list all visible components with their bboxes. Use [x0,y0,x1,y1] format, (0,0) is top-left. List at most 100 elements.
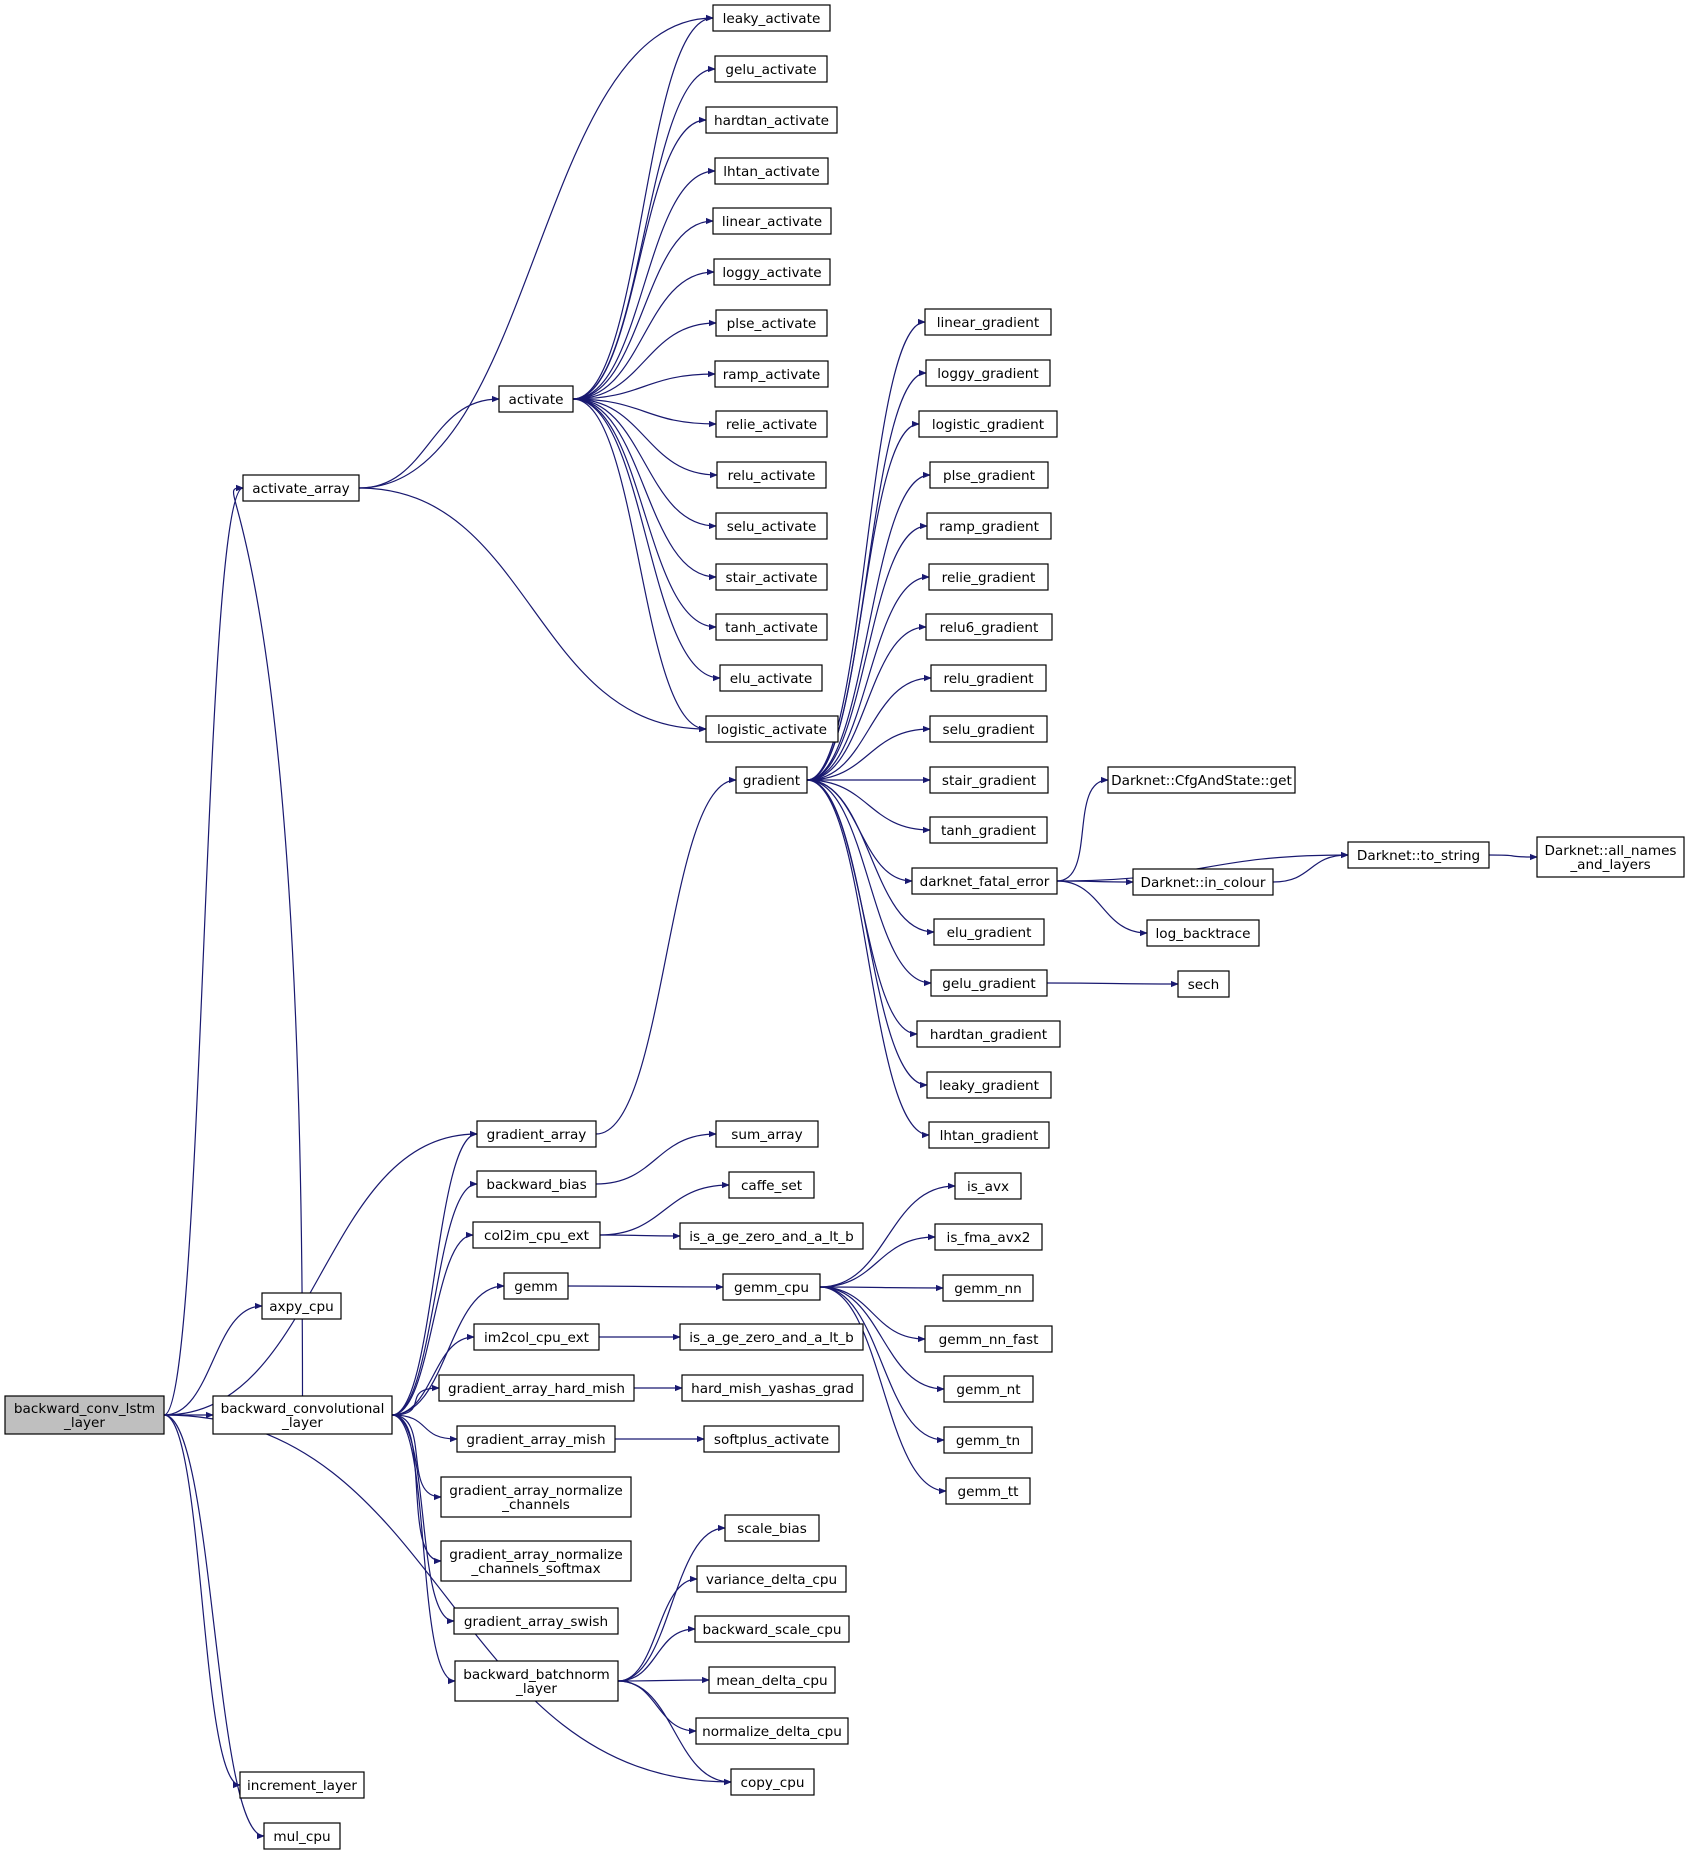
node-normalize_delta_cpu[interactable]: normalize_delta_cpu [695,1717,849,1745]
node-leaky_gradient[interactable]: leaky_gradient [926,1071,1052,1099]
node-sech[interactable]: sech [1177,970,1230,998]
edge-path [572,398,721,682]
node-gradient[interactable]: gradient [735,766,808,794]
node-relie_gradient[interactable]: relie_gradient [928,563,1049,591]
node-label: copy_cpu [741,1775,805,1791]
node-stair_activate[interactable]: stair_activate [715,563,828,591]
node-im2col_cpu_ext[interactable]: im2col_cpu_ext [473,1323,600,1351]
node-is_a_ge_zero_and_a_lt_b_1[interactable]: is_a_ge_zero_and_a_lt_b [679,1222,864,1250]
node-is_a_ge_zero_and_a_lt_b_2[interactable]: is_a_ge_zero_and_a_lt_b [679,1323,864,1351]
node-linear_gradient[interactable]: linear_gradient [924,308,1052,336]
node-axpy_cpu[interactable]: axpy_cpu [261,1292,342,1320]
edge-path [572,167,716,400]
node-box [714,157,829,185]
node-relu6_gradient[interactable]: relu6_gradient [925,613,1053,641]
node-lhtan_activate[interactable]: lhtan_activate [714,157,829,185]
node-hardtan_gradient[interactable]: hardtan_gradient [916,1020,1061,1048]
edge-path [806,318,926,781]
node-sum_array[interactable]: sum_array [715,1120,819,1148]
edge-path [163,1302,263,1416]
node-backward_scale_cpu[interactable]: backward_scale_cpu [694,1615,850,1643]
node-lhtan_gradient[interactable]: lhtan_gradient [928,1121,1050,1149]
node-backward_conv_lstm_layer[interactable]: backward_conv_lstm_layer [4,1395,165,1435]
node-activate[interactable]: activate [498,385,574,413]
node-gradient_array_normalize_channels[interactable]: gradient_array_normalize_channels [440,1476,632,1518]
node-loggy_activate[interactable]: loggy_activate [713,258,831,286]
node-box [476,1170,597,1198]
node-hardtan_activate[interactable]: hardtan_activate [705,106,838,134]
node-is_fma_avx2[interactable]: is_fma_avx2 [934,1223,1043,1251]
edge-path [595,776,737,1135]
node-loggy_gradient[interactable]: loggy_gradient [925,359,1051,387]
node-relu_gradient[interactable]: relu_gradient [930,664,1047,692]
node-to_string[interactable]: Darknet::to_string [1347,841,1490,869]
node-label: gradient_array_normalize [449,1547,622,1563]
node-gemm[interactable]: gemm [503,1272,569,1300]
node-label: activate [509,392,564,408]
node-elu_activate[interactable]: elu_activate [719,664,823,692]
node-all_names_and_layers[interactable]: Darknet::all_names_and_layers [1536,836,1685,878]
node-selu_gradient[interactable]: selu_gradient [929,715,1048,743]
edge-path [358,14,714,489]
node-gradient_array[interactable]: gradient_array [476,1120,597,1148]
node-copy_cpu[interactable]: copy_cpu [730,1768,815,1796]
node-caffe_set[interactable]: caffe_set [728,1171,815,1199]
node-scale_bias[interactable]: scale_bias [724,1514,820,1542]
node-mul_cpu[interactable]: mul_cpu [263,1822,341,1850]
node-hard_mish_yashas_grad[interactable]: hard_mish_yashas_grad [681,1374,864,1402]
node-relie_activate[interactable]: relie_activate [715,410,828,438]
node-col2im_cpu_ext[interactable]: col2im_cpu_ext [472,1221,601,1249]
node-darknet_fatal_error[interactable]: darknet_fatal_error [911,867,1058,895]
node-tanh_gradient[interactable]: tanh_gradient [929,816,1048,844]
node-stair_gradient[interactable]: stair_gradient [929,766,1049,794]
edge-path [806,779,930,1139]
node-relu_activate[interactable]: relu_activate [716,461,827,489]
edge-path [599,1181,730,1236]
node-box [440,1476,632,1518]
node-gradient_array_normalize_channels_softmax[interactable]: gradient_array_normalize_channels_softma… [440,1540,632,1582]
node-gemm_tt[interactable]: gemm_tt [945,1477,1031,1505]
node-gelu_gradient[interactable]: gelu_gradient [930,969,1048,997]
node-gemm_nt[interactable]: gemm_nt [943,1375,1034,1403]
node-gemm_tn[interactable]: gemm_tn [943,1426,1033,1454]
node-box [929,816,1048,844]
node-gradient_array_mish[interactable]: gradient_array_mish [456,1425,616,1453]
node-gelu_activate[interactable]: gelu_activate [714,55,828,83]
node-label: gradient [743,773,800,789]
node-ramp_activate[interactable]: ramp_activate [714,360,829,388]
node-softplus_activate[interactable]: softplus_activate [703,1425,840,1453]
node-backward_batchnorm_layer[interactable]: backward_batchnorm_layer [454,1660,619,1702]
node-linear_activate[interactable]: linear_activate [712,207,832,235]
node-gemm_nn_fast[interactable]: gemm_nn_fast [924,1325,1053,1353]
edge-path [391,1414,455,1625]
node-increment_layer[interactable]: increment_layer [239,1771,365,1799]
node-label: stair_gradient [942,773,1036,789]
edge-path [163,484,244,1416]
node-logistic_gradient[interactable]: logistic_gradient [918,410,1058,438]
node-in_colour[interactable]: Darknet::in_colour [1132,868,1274,896]
node-box [705,106,838,134]
node-cfg_get[interactable]: Darknet::CfgAndState::get [1107,766,1296,794]
node-gemm_cpu[interactable]: gemm_cpu [722,1273,821,1301]
node-elu_gradient[interactable]: elu_gradient [933,918,1045,946]
node-is_avx[interactable]: is_avx [954,1172,1022,1200]
node-ramp_gradient[interactable]: ramp_gradient [926,512,1052,540]
node-gradient_array_swish[interactable]: gradient_array_swish [453,1607,619,1635]
node-selu_activate[interactable]: selu_activate [715,512,828,540]
node-mean_delta_cpu[interactable]: mean_delta_cpu [708,1666,836,1694]
node-activate_array[interactable]: activate_array [242,474,360,502]
node-backward_bias[interactable]: backward_bias [476,1170,597,1198]
node-tanh_activate[interactable]: tanh_activate [715,613,828,641]
node-leaky_activate[interactable]: leaky_activate [712,4,831,32]
node-gradient_array_hard_mish[interactable]: gradient_array_hard_mish [438,1374,635,1402]
node-logistic_activate[interactable]: logistic_activate [705,715,839,743]
node-plse_gradient[interactable]: plse_gradient [929,461,1049,489]
node-label: gemm_tn [956,1433,1020,1449]
node-plse_activate[interactable]: plse_activate [715,309,828,337]
node-backward_convolutional_layer[interactable]: backward_convolutional_layer [212,1395,393,1435]
node-variance_delta_cpu[interactable]: variance_delta_cpu [696,1565,847,1593]
node-gemm_nn[interactable]: gemm_nn [942,1274,1034,1302]
node-log_backtrace[interactable]: log_backtrace [1146,919,1260,947]
edge-path [806,522,928,781]
edge-path [806,471,931,781]
